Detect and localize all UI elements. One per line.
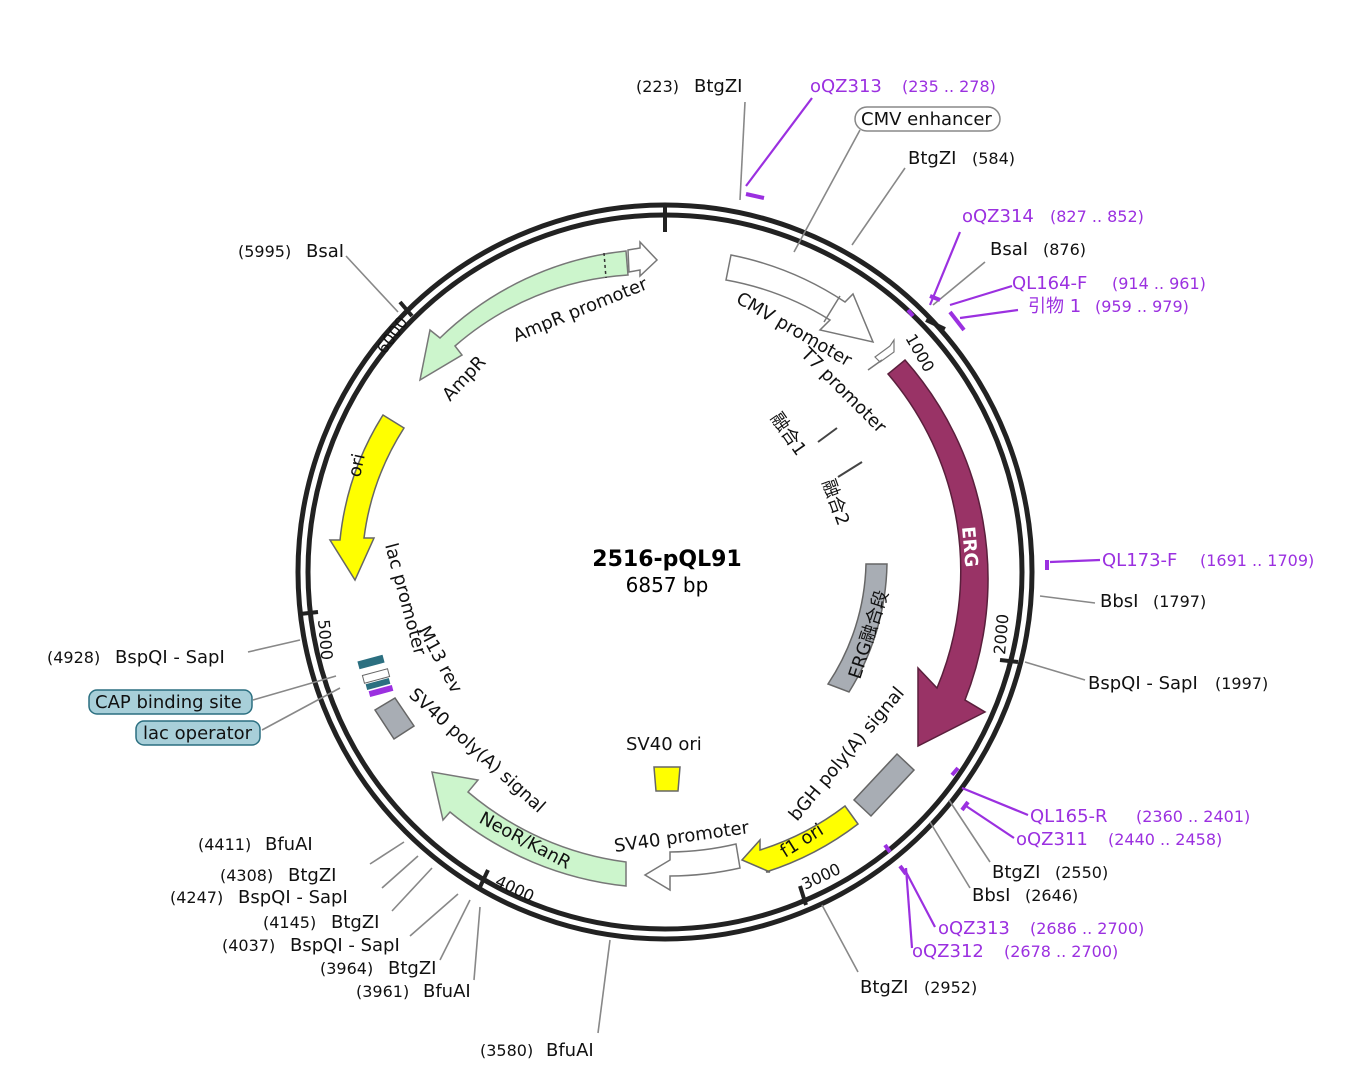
lac-promoter-marker — [361, 668, 391, 684]
lac-operator-marker — [368, 684, 394, 698]
site-bfuai-3580-name: BfuAI — [546, 1040, 594, 1061]
bgh-polya-feature[interactable] — [852, 752, 916, 818]
lac-gray-feature[interactable] — [373, 696, 416, 741]
site-bspqi-4928-name: BspQI - SapI — [115, 647, 225, 668]
site-bsai-876-pos: (876) — [1043, 240, 1086, 259]
tick-label-2000: 2000 — [990, 613, 1012, 655]
primer-oqz314-range: (827 .. 852) — [1050, 207, 1144, 226]
tick-label-6000: 6000 — [373, 313, 412, 357]
site-bspqi-4037-pos: (4037) — [222, 936, 275, 955]
site-bsai-5995-pos: (5995) — [238, 242, 291, 261]
site-btgzi-223-pos: (223) — [636, 77, 679, 96]
primer-leaders — [745, 97, 1101, 949]
site-bbsi-2646-name: BbsI — [972, 885, 1010, 906]
primer-ql164f-range: (914 .. 961) — [1112, 274, 1206, 293]
primer-ql165r-name: QL165-R — [1030, 806, 1108, 827]
site-bsai-876-name: BsaI — [990, 239, 1028, 260]
primer-ql165r-range: (2360 .. 2401) — [1136, 807, 1250, 826]
site-bfuai-3961-pos: (3961) — [356, 982, 409, 1001]
site-btgzi-584-pos: (584) — [972, 149, 1015, 168]
site-btgzi-2952-name: BtgZI — [860, 977, 908, 998]
cmv-promoter-arrow[interactable] — [725, 254, 875, 344]
fusion2-segment — [837, 461, 863, 478]
site-bspqi-4247-name: BspQI - SapI — [238, 887, 348, 908]
site-bbsi-1797-name: BbsI — [1100, 591, 1138, 612]
site-btgzi-2550-name: BtgZI — [992, 862, 1040, 883]
site-btgzi-4308-name: BtgZI — [288, 865, 336, 886]
lac-promoter-label: lac promoter — [380, 541, 430, 658]
cmv-enhancer-box[interactable] — [854, 106, 1001, 132]
primer-ql173f-range: (1691 .. 1709) — [1200, 551, 1314, 570]
lac-operator-box[interactable] — [135, 720, 261, 746]
tick-label-3000: 3000 — [799, 859, 844, 893]
cap-binding-site-label: CAP binding site — [95, 692, 242, 713]
site-btgzi-3964-pos: (3964) — [320, 959, 373, 978]
fusion2-label: 融合2 — [817, 477, 853, 529]
lac-operator-label: lac operator — [143, 723, 253, 744]
site-leaders — [247, 101, 1096, 1034]
erg-fusion-label: ERG融合段 — [845, 588, 893, 682]
site-bspqi-4247-pos: (4247) — [170, 888, 223, 907]
site-bbsi-1797-pos: (1797) — [1153, 592, 1206, 611]
t7-promoter-arrow[interactable] — [874, 338, 895, 363]
site-btgzi-2952-pos: (2952) — [924, 978, 977, 997]
site-bfuai-3961-name: BfuAI — [423, 981, 471, 1002]
site-bspqi-4037-name: BspQI - SapI — [290, 935, 400, 956]
m13-rev-marker — [357, 654, 385, 670]
primer-oqz313b-name: oQZ313 — [938, 918, 1010, 939]
sv40-ori-label: SV40 ori — [626, 734, 702, 755]
ampr-promoter-arrow[interactable] — [627, 240, 659, 278]
cap-site-marker — [365, 677, 391, 691]
site-bsai-5995-name: BsaI — [306, 241, 344, 262]
primer-oqz312-name: oQZ312 — [912, 941, 984, 962]
primer-oqz311-range: (2440 .. 2458) — [1108, 830, 1222, 849]
fusion1-segment — [817, 427, 838, 443]
ori-arrow[interactable] — [328, 413, 406, 582]
backbone-inner-ring — [305, 212, 1025, 932]
site-bfuai-4411-name: BfuAI — [265, 834, 313, 855]
tick-label-5000: 5000 — [314, 619, 336, 661]
primer-ql164f-name: QL164-F — [1012, 273, 1087, 294]
primer-oqz314-name: oQZ314 — [962, 206, 1034, 227]
site-btgzi-4145-name: BtgZI — [331, 912, 379, 933]
sv40-polya-label: SV40 poly(A) signal — [405, 684, 550, 817]
primer-oqz313b-range: (2686 .. 2700) — [1030, 919, 1144, 938]
site-btgzi-4145-pos: (4145) — [263, 913, 316, 932]
site-bspqi-1997-pos: (1997) — [1215, 674, 1268, 693]
primer-ql173f-name: QL173-F — [1102, 550, 1177, 571]
cap-binding-site-box[interactable] — [88, 689, 253, 715]
sv40-promoter-arrow[interactable] — [643, 843, 741, 892]
site-bspqi-4928-pos: (4928) — [47, 648, 100, 667]
sv40-ori-feature[interactable] — [653, 766, 681, 792]
ori-label: ori — [344, 452, 369, 479]
primer-oqz311-name: oQZ311 — [1016, 829, 1088, 850]
plasmid-length: 6857 bp — [626, 573, 709, 597]
primer-oqz312-range: (2678 .. 2700) — [1004, 942, 1118, 961]
bgh-polya-label: bGH poly(A) signal — [785, 683, 909, 825]
site-btgzi-3964-name: BtgZI — [388, 958, 436, 979]
site-bfuai-3580-pos: (3580) — [480, 1041, 533, 1060]
ampr-arrow[interactable] — [418, 250, 629, 382]
neor-kanr-arrow[interactable] — [431, 771, 627, 887]
site-bfuai-4411-pos: (4411) — [198, 835, 251, 854]
f1-ori-arrow[interactable] — [740, 804, 860, 873]
primer-oqz313-range: (235 .. 278) — [902, 77, 996, 96]
fusion1-label: 融合1 — [766, 409, 810, 460]
site-btgzi-223-name: BtgZI — [694, 76, 742, 97]
site-btgzi-4308-pos: (4308) — [220, 866, 273, 885]
primer-yinwu1-name: 引物 1 — [1028, 296, 1081, 317]
primer-yinwu1-range: (959 .. 979) — [1095, 297, 1189, 316]
erg-feature-arrow[interactable] — [886, 358, 989, 748]
site-btgzi-584-name: BtgZI — [908, 148, 956, 169]
plasmid-name: 2516-pQL91 — [592, 547, 741, 572]
site-bbsi-2646-pos: (2646) — [1025, 886, 1078, 905]
tick-marks — [299, 204, 1019, 906]
primer-oqz313-name: oQZ313 — [810, 76, 882, 97]
erg-label: ERG — [957, 526, 981, 569]
site-btgzi-2550-pos: (2550) — [1055, 863, 1108, 882]
erg-fusion-feature[interactable] — [826, 563, 888, 693]
cmv-enhancer-label: CMV enhancer — [861, 109, 992, 130]
site-bspqi-1997-name: BspQI - SapI — [1088, 673, 1198, 694]
